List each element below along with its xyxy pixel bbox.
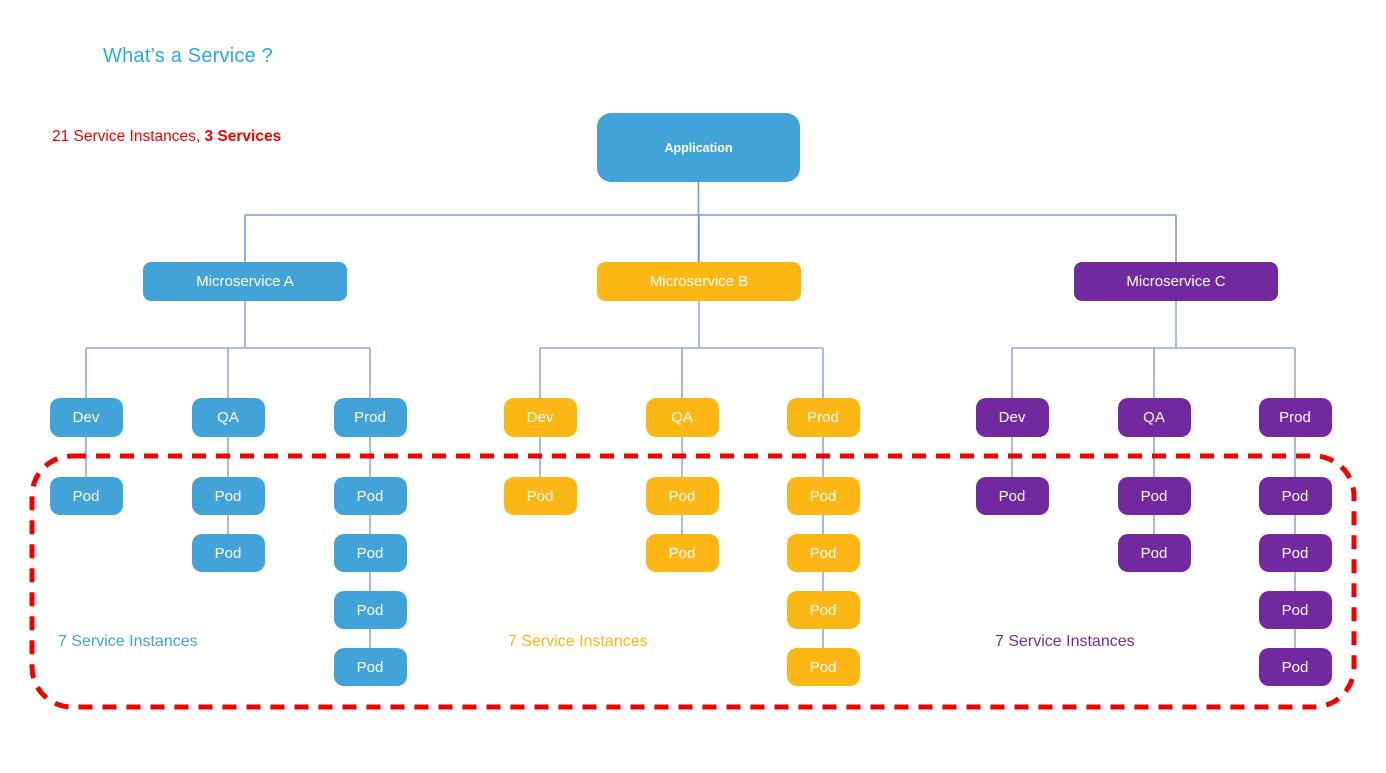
node-pod: Pod — [1258, 648, 1332, 686]
node-pod: Pod — [191, 534, 265, 572]
instances-count-label: 7 Service Instances — [58, 633, 198, 650]
node-application: Application — [597, 113, 800, 182]
node-pod: Pod — [1117, 534, 1191, 572]
node-pod: Pod — [645, 534, 719, 572]
pods-boundary-dashed-border — [29, 453, 1357, 710]
node-pod: Pod — [645, 477, 719, 515]
node-pod: Pod — [333, 591, 407, 629]
instances-summary-text: 21 Service Instances, — [52, 128, 205, 145]
services-count-text: 3 Services — [204, 128, 282, 145]
node-microservice-b-qa: QA — [645, 398, 719, 437]
node-pod: Pod — [1117, 477, 1191, 515]
node-pod: Pod — [786, 648, 860, 686]
node-microservice-b-dev: Dev — [503, 398, 577, 437]
node-microservice-c: Microservice C — [1074, 262, 1278, 301]
page-title: What’s a Service ? — [103, 45, 273, 67]
node-microservice-c-dev: Dev — [975, 398, 1049, 437]
node-pod: Pod — [975, 477, 1049, 515]
node-pod: Pod — [786, 591, 860, 629]
node-pod: Pod — [49, 477, 123, 515]
instances-count-label: 7 Service Instances — [995, 633, 1135, 650]
node-microservice-c-qa: QA — [1117, 398, 1191, 437]
node-pod: Pod — [333, 648, 407, 686]
node-microservice-a-dev: Dev — [49, 398, 123, 437]
node-microservice-a-prod: Prod — [333, 398, 407, 437]
instances-count-label: 7 Service Instances — [508, 633, 648, 650]
node-pod: Pod — [1258, 477, 1332, 515]
node-pod: Pod — [1258, 534, 1332, 572]
node-pod: Pod — [786, 534, 860, 572]
node-pod: Pod — [1258, 591, 1332, 629]
node-pod: Pod — [333, 534, 407, 572]
node-pod: Pod — [333, 477, 407, 515]
node-microservice-a-qa: QA — [191, 398, 265, 437]
node-pod: Pod — [786, 477, 860, 515]
node-pod: Pod — [191, 477, 265, 515]
node-pod: Pod — [503, 477, 577, 515]
node-microservice-b-prod: Prod — [786, 398, 860, 437]
node-microservice-c-prod: Prod — [1258, 398, 1332, 437]
node-microservice-a: Microservice A — [143, 262, 347, 301]
instances-summary: 21 Service Instances, 3 Services — [52, 128, 281, 146]
node-microservice-b: Microservice B — [597, 262, 801, 301]
